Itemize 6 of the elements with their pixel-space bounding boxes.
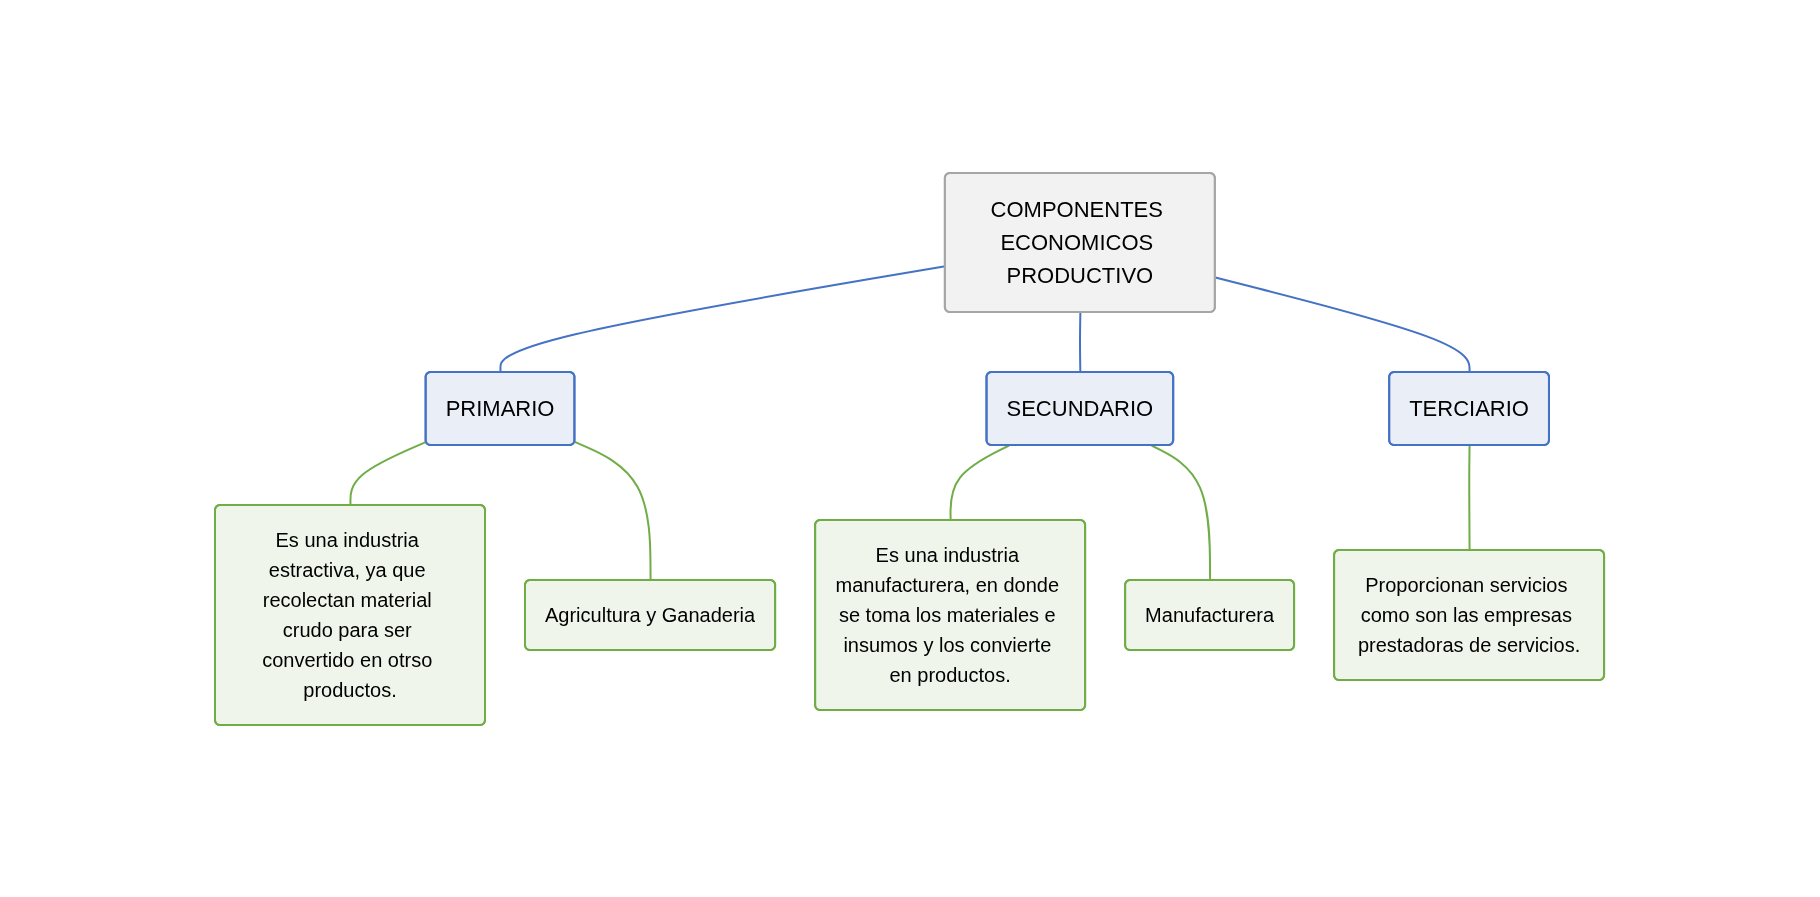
connector [574,440,652,581]
connector [1468,444,1472,551]
connector [349,440,428,506]
connector [949,444,1011,521]
connector [1079,311,1082,373]
connector [1151,444,1212,581]
